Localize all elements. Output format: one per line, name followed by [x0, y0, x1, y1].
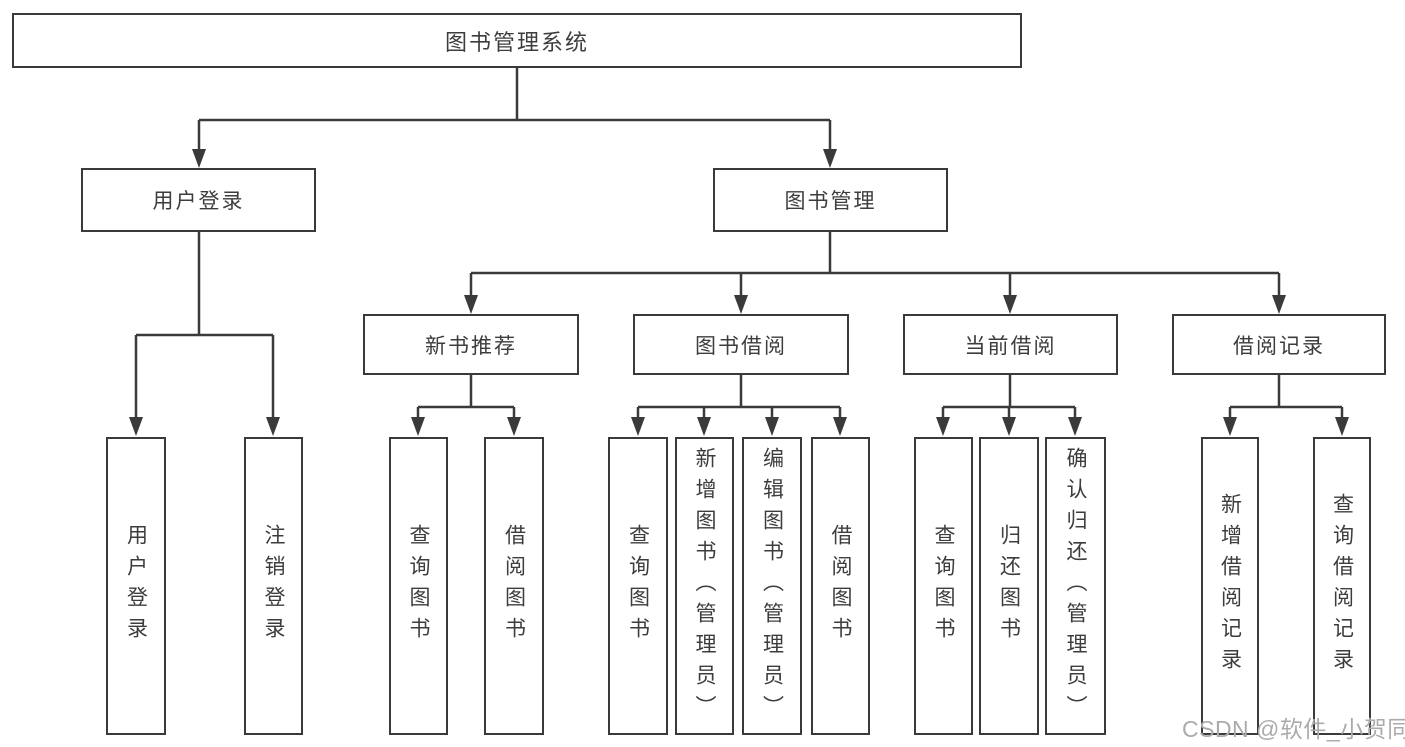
node-book-borrow: 图书借阅	[633, 314, 849, 375]
node-root: 图书管理系统	[12, 13, 1022, 68]
leaf-logout-label: 注销登录	[262, 524, 285, 648]
leaf-borrow-books: 借阅图书	[811, 437, 870, 735]
leaf-user-login-label: 用户登录	[124, 524, 148, 648]
leaf-borrow-books-recommend-label: 借阅图书	[502, 524, 526, 648]
node-borrow-records: 借阅记录	[1172, 314, 1386, 375]
leaf-borrow-books-recommend: 借阅图书	[484, 437, 544, 735]
leaf-query-books-recommend: 查询图书	[389, 437, 448, 735]
arrowhead-icons	[129, 149, 1349, 436]
leaf-query-books-current: 查询图书	[914, 437, 973, 735]
leaf-query-borrow-record-label: 查询借阅记录	[1330, 493, 1354, 679]
leaf-query-books-current-label: 查询图书	[932, 524, 955, 648]
node-new-book-recommend: 新书推荐	[363, 314, 579, 375]
node-book-management: 图书管理	[713, 168, 948, 232]
leaf-confirm-return-admin: 确认归还（管理员）	[1045, 437, 1106, 735]
watermark: CSDN @软件_小贺同学	[1182, 716, 1405, 742]
leaf-add-borrow-record-label: 新增借阅记录	[1218, 493, 1242, 679]
leaf-return-books: 归还图书	[979, 437, 1039, 735]
leaf-query-books-borrow: 查询图书	[608, 437, 668, 735]
leaf-borrow-books-label: 借阅图书	[829, 524, 852, 648]
node-user-login: 用户登录	[81, 168, 316, 232]
leaf-user-login: 用户登录	[106, 437, 166, 735]
leaf-query-books-borrow-label: 查询图书	[626, 524, 650, 648]
leaf-edit-book-admin-label: 编辑图书（管理员）	[760, 446, 784, 726]
leaf-logout: 注销登录	[244, 437, 303, 735]
connector-paths	[134, 68, 1344, 418]
leaf-confirm-return-admin-label: 确认归还（管理员）	[1064, 446, 1087, 726]
leaf-add-book-admin-label: 新增图书（管理员）	[693, 446, 716, 726]
leaf-add-borrow-record: 新增借阅记录	[1201, 437, 1259, 735]
node-current-borrow: 当前借阅	[903, 314, 1118, 375]
leaf-edit-book-admin: 编辑图书（管理员）	[742, 437, 802, 735]
leaf-return-books-label: 归还图书	[997, 524, 1021, 648]
leaf-query-borrow-record: 查询借阅记录	[1313, 437, 1371, 735]
leaf-add-book-admin: 新增图书（管理员）	[675, 437, 734, 735]
leaf-query-books-recommend-label: 查询图书	[407, 524, 430, 648]
